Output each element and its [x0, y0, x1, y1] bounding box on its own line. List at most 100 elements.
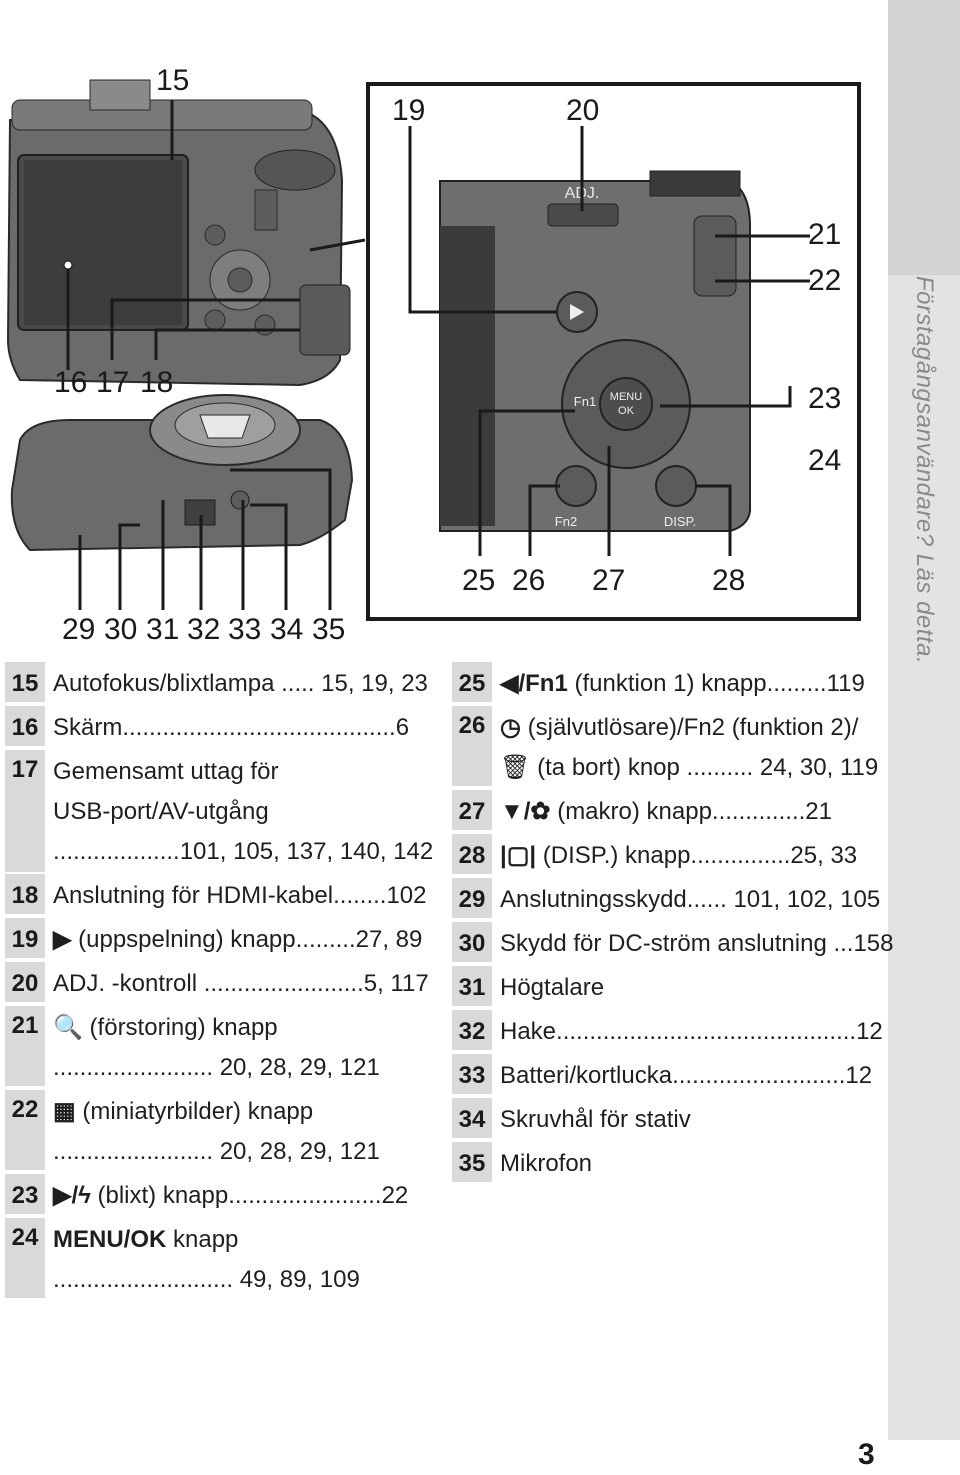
item-text: (funktion 1) knapp.........119 [567, 670, 865, 697]
callout-35: 35 [312, 613, 346, 646]
item-text: (självutlösare)/Fn2 (funktion 2)/ [520, 714, 859, 741]
item-number: 29 [452, 878, 492, 918]
item-text: Skärm...................................… [53, 714, 410, 741]
item-text: (blixt) knapp.......................22 [90, 1182, 409, 1209]
fn2-label: Fn2 [555, 514, 577, 529]
item-number: 28 [452, 834, 492, 874]
list-item: 30 Skydd för DC-ström anslutning ...158 [452, 922, 894, 962]
item-text-row: ▶/ϟ (blixt) knapp.......................… [53, 1174, 408, 1218]
list-item: 32 Hake.................................… [452, 1010, 883, 1050]
item-text: (uppspelning) knapp.........27, 89 [71, 926, 423, 953]
list-item: 21 🔍 (förstoring) knapp ................… [5, 1006, 415, 1086]
list-item: 26 ◷ (självutlösare)/Fn2 (funktion 2)/ 🗑… [452, 706, 878, 786]
item-text: Hake....................................… [500, 1018, 883, 1045]
item-text: Gemensamt uttag för [53, 758, 279, 785]
item-number: 26 [452, 706, 492, 786]
callout-30: 30 [104, 613, 138, 646]
callout-18: 18 [140, 366, 174, 399]
item-text: ........................ 20, 28, 29, 121 [53, 1054, 380, 1081]
list-item: 20 ADJ. -kontroll ......................… [5, 962, 429, 1002]
callout-34: 34 [270, 613, 304, 646]
item-text: (DISP.) knapp...............25, 33 [536, 842, 858, 869]
left-parts-list: 15 Autofokus/blixtlampa ..... 15, 19, 23… [5, 662, 433, 1302]
item-text: Anslutning för HDMI-kabel........102 [53, 882, 427, 909]
item-number: 15 [5, 662, 45, 702]
macro-icon: ▼/✿ [500, 798, 551, 825]
item-number: 20 [5, 962, 45, 1002]
list-item: 28 |▢| (DISP.) knapp...............25, 3… [452, 834, 862, 874]
flash-icon: ▶/ϟ [53, 1182, 91, 1209]
item-text: Skydd för DC-ström anslutning ...158 [500, 930, 894, 957]
item-number: 22 [5, 1090, 45, 1170]
item-number: 23 [5, 1174, 45, 1214]
callout-26: 26 [512, 564, 546, 597]
list-item: 19 ▶ (uppspelning) knapp.........27, 89 [5, 918, 422, 958]
list-item: 31 Högtalare [452, 966, 862, 1006]
item-number: 35 [452, 1142, 492, 1182]
item-text: ADJ. -kontroll ........................5… [53, 970, 429, 997]
callout-25: 25 [462, 564, 496, 597]
callout-31: 31 [146, 613, 180, 646]
item-text: Skruvhål för stativ [500, 1106, 691, 1133]
disp-icon: |▢| [500, 842, 537, 869]
item-text: (miniatyrbilder) knapp [75, 1098, 314, 1125]
item-number: 18 [5, 874, 45, 914]
item-text-row: ▶ (uppspelning) knapp.........27, 89 [53, 918, 422, 962]
list-item: 29 Anslutningsskydd...... 101, 102, 105 [452, 878, 880, 918]
item-number: 31 [452, 966, 492, 1006]
callout-23: 23 [808, 382, 842, 415]
side-tab-top [888, 0, 960, 275]
play-icon: ▶ [53, 926, 72, 953]
item-text: knapp [166, 1226, 239, 1253]
item-text-row: ◀/Fn1 (funktion 1) knapp.........119 [500, 662, 865, 706]
list-item: 15 Autofokus/blixtlampa ..... 15, 19, 23 [5, 662, 428, 702]
ok-label: OK [618, 405, 635, 417]
item-text: (förstoring) knapp [82, 1014, 278, 1041]
callout-21: 21 [808, 218, 842, 251]
item-number: 17 [5, 750, 45, 872]
item-text: USB-port/AV-utgång [53, 798, 269, 825]
item-text: Autofokus/blixtlampa ..... 15, 19, 23 [53, 670, 428, 697]
right-parts-list: 25 ◀/Fn1 (funktion 1) knapp.........119 … [452, 662, 894, 1192]
camera-illustrations [6, 79, 365, 610]
item-text: (makro) knapp..............21 [550, 798, 832, 825]
list-item: 23 ▶/ϟ (blixt) knapp....................… [5, 1174, 415, 1214]
callout-17: 17 [96, 366, 130, 399]
camera-bottom-view [10, 394, 354, 610]
callout-20: 20 [566, 94, 600, 127]
item-text: Batteri/kortlucka.......................… [500, 1062, 873, 1089]
self-timer-icon: ◷ [500, 714, 521, 741]
list-item: 18 Anslutning för HDMI-kabel........102 [5, 874, 427, 914]
item-text-row: MENU/OK knapp [53, 1218, 238, 1262]
item-number: 33 [452, 1054, 492, 1094]
item-text: ...................101, 105, 137, 140, 1… [53, 838, 434, 865]
list-item: 22 ▦ (miniatyrbilder) knapp ............… [5, 1090, 415, 1170]
list-item: 27 ▼/✿ (makro) knapp..............21 [452, 790, 862, 830]
list-item: 25 ◀/Fn1 (funktion 1) knapp.........119 [452, 662, 865, 702]
item-text-row: |▢| (DISP.) knapp...............25, 33 [500, 834, 857, 878]
page-number: 3 [858, 1438, 875, 1471]
item-number: 16 [5, 706, 45, 746]
callout-27: 27 [592, 564, 626, 597]
item-text: Högtalare [500, 974, 605, 1001]
item-number: 19 [5, 918, 45, 958]
item-number: 32 [452, 1010, 492, 1050]
item-number: 27 [452, 790, 492, 830]
item-text: Mikrofon [500, 1150, 593, 1177]
fn1-label: Fn1 [574, 394, 596, 409]
list-item: 34 Skruvhål för stativ [452, 1098, 862, 1138]
list-item: 16 Skärm................................… [5, 706, 415, 746]
item-number: 24 [5, 1218, 45, 1298]
item-text: ........................ 20, 28, 29, 121 [53, 1138, 380, 1165]
item-text: ........................... 49, 89, 109 [53, 1266, 360, 1293]
item-text: Anslutningsskydd...... 101, 102, 105 [500, 886, 881, 913]
callout-32: 32 [187, 613, 221, 646]
menu-ok-icon: MENU/OK [53, 1226, 167, 1253]
item-number: 30 [452, 922, 492, 962]
menu-label: MENU [610, 391, 642, 403]
callout-16: 16 [54, 366, 88, 399]
left-fn1-icon: ◀/Fn1 [500, 670, 568, 697]
callout-28: 28 [712, 564, 746, 597]
callout-15: 15 [156, 64, 190, 97]
disp-label: DISP. [664, 514, 696, 529]
